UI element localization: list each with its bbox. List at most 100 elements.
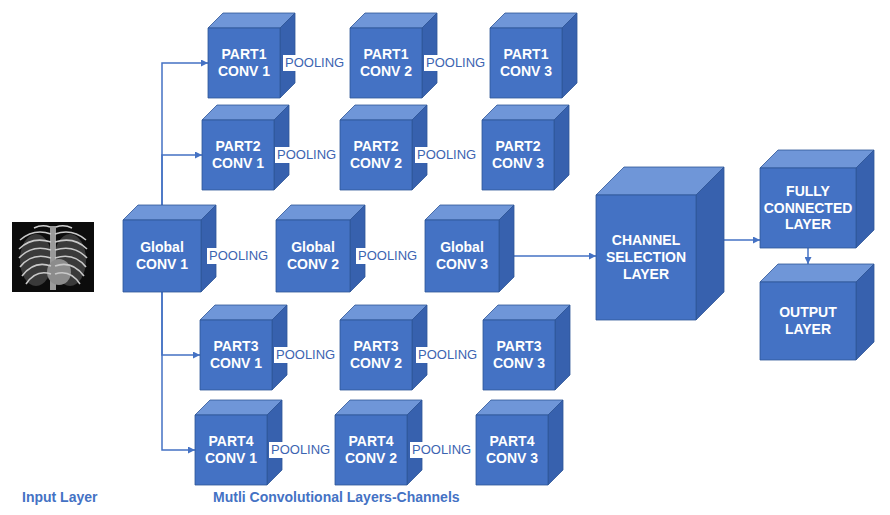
layer-name: PART3 CONV 3 — [486, 338, 552, 372]
xray-clavicle — [34, 226, 72, 228]
cube-front-face: PART4 CONV 1 — [195, 415, 267, 485]
cube-top — [425, 205, 514, 220]
layer-name: PART4 CONV 3 — [479, 433, 545, 467]
layer-cube: CHANNEL SELECTION LAYER — [596, 167, 724, 320]
cube-front — [483, 320, 555, 390]
layer-name: CHANNEL SELECTION LAYER — [599, 232, 693, 282]
cube-front — [195, 415, 267, 485]
cube-side — [555, 305, 570, 390]
cube-front-face: PART1 CONV 2 — [350, 28, 422, 98]
layer-cube: PART4 CONV 2 — [335, 400, 422, 485]
layer-name: PART1 CONV 1 — [211, 46, 277, 80]
cube-outline — [760, 150, 874, 248]
layer-cube: FULLY CONNECTED LAYER — [760, 150, 874, 248]
layer-name: Global CONV 2 — [279, 239, 347, 273]
cube-front-face: Global CONV 2 — [276, 220, 350, 292]
flow-arrow — [807, 248, 809, 264]
chest-xray — [12, 222, 94, 292]
cube-front — [760, 282, 856, 360]
layer-name: FULLY CONNECTED LAYER — [763, 183, 853, 233]
cube-front — [200, 320, 272, 390]
flow-arrow — [162, 292, 195, 450]
xray-lung — [20, 234, 52, 286]
pooling-label: POOLING — [274, 347, 337, 363]
cube-front-face: PART1 CONV 3 — [490, 28, 562, 98]
xray-rib — [20, 232, 51, 240]
layer-name: PART4 CONV 1 — [198, 433, 264, 467]
cube-front-face: PART4 CONV 2 — [335, 415, 407, 485]
pooling-label: POOLING — [269, 442, 332, 458]
pooling-label: POOLING — [416, 347, 479, 363]
xray-rib — [55, 240, 87, 249]
cube-front-face: PART2 CONV 3 — [482, 120, 554, 190]
xray-rib — [26, 273, 51, 284]
layer-name: PART1 CONV 3 — [493, 46, 559, 80]
cube-front — [476, 415, 548, 485]
layer-name: PART2 CONV 1 — [205, 138, 271, 172]
flow-arrow — [724, 239, 760, 241]
cube-side — [562, 13, 577, 98]
pooling-label: POOLING — [207, 248, 270, 264]
cube-front — [350, 28, 422, 98]
layer-cube: PART3 CONV 3 — [483, 305, 570, 390]
layer-name: PART3 CONV 1 — [203, 338, 269, 372]
cube-front — [208, 28, 280, 98]
cube-front-face: PART1 CONV 1 — [208, 28, 280, 98]
cube-front — [340, 120, 412, 190]
pooling-label: POOLING — [275, 147, 338, 163]
pooling-label: POOLING — [415, 147, 478, 163]
cube-front — [202, 120, 274, 190]
layer-cube: PART4 CONV 3 — [476, 400, 563, 485]
cube-top — [123, 205, 216, 220]
caption-label: Input Layer — [22, 489, 97, 506]
cube-side — [696, 167, 724, 320]
cube-front-face: PART2 CONV 2 — [340, 120, 412, 190]
layer-name: OUTPUT LAYER — [763, 304, 853, 338]
layer-cube: Global CONV 2 — [276, 205, 365, 292]
cube-front-face: PART3 CONV 3 — [483, 320, 555, 390]
cube-front-face: OUTPUT LAYER — [760, 282, 856, 360]
cube-front — [123, 220, 201, 292]
cube-side — [856, 150, 874, 248]
flow-arrow — [162, 63, 208, 205]
xray-heart — [47, 259, 71, 285]
pooling-label: POOLING — [424, 55, 487, 71]
layer-name: PART2 CONV 2 — [343, 138, 409, 172]
layer-cube: PART2 CONV 3 — [482, 105, 569, 190]
xray-rib — [19, 240, 51, 249]
cube-side — [499, 205, 514, 292]
cube-front-face: PART2 CONV 1 — [202, 120, 274, 190]
cube-front — [596, 195, 696, 320]
cube-front-face: FULLY CONNECTED LAYER — [760, 168, 856, 248]
layer-cube: OUTPUT LAYER — [760, 264, 874, 360]
cube-top — [760, 264, 874, 282]
cube-front — [490, 28, 562, 98]
cube-front — [335, 415, 407, 485]
cube-front-face: PART4 CONV 3 — [476, 415, 548, 485]
cube-side — [548, 400, 563, 485]
layer-cube: Global CONV 1 — [123, 205, 216, 292]
xray-rib — [55, 232, 86, 240]
cube-front-face: PART3 CONV 2 — [340, 320, 412, 390]
xray-rib — [55, 273, 80, 284]
xray-ribs — [19, 232, 87, 284]
layer-name: PART4 CONV 2 — [338, 433, 404, 467]
layer-cube: PART2 CONV 2 — [340, 105, 427, 190]
cube-front-face: Global CONV 1 — [123, 220, 201, 292]
layer-name: PART3 CONV 2 — [343, 338, 409, 372]
cube-side — [856, 264, 874, 360]
cube-side — [554, 105, 569, 190]
flow-arrow — [162, 155, 202, 205]
cube-front — [340, 320, 412, 390]
cube-front — [760, 168, 856, 248]
pooling-label: POOLING — [283, 55, 346, 71]
xray-ground — [12, 222, 94, 292]
layer-cube: PART1 CONV 1 — [208, 13, 295, 98]
caption-label: Mutli Convolutional Layers-Channels — [213, 489, 460, 506]
cube-top — [276, 205, 365, 220]
cube-front — [276, 220, 350, 292]
cube-front-face: Global CONV 3 — [425, 220, 499, 292]
layer-cube: Global CONV 3 — [425, 205, 514, 292]
cube-front — [482, 120, 554, 190]
